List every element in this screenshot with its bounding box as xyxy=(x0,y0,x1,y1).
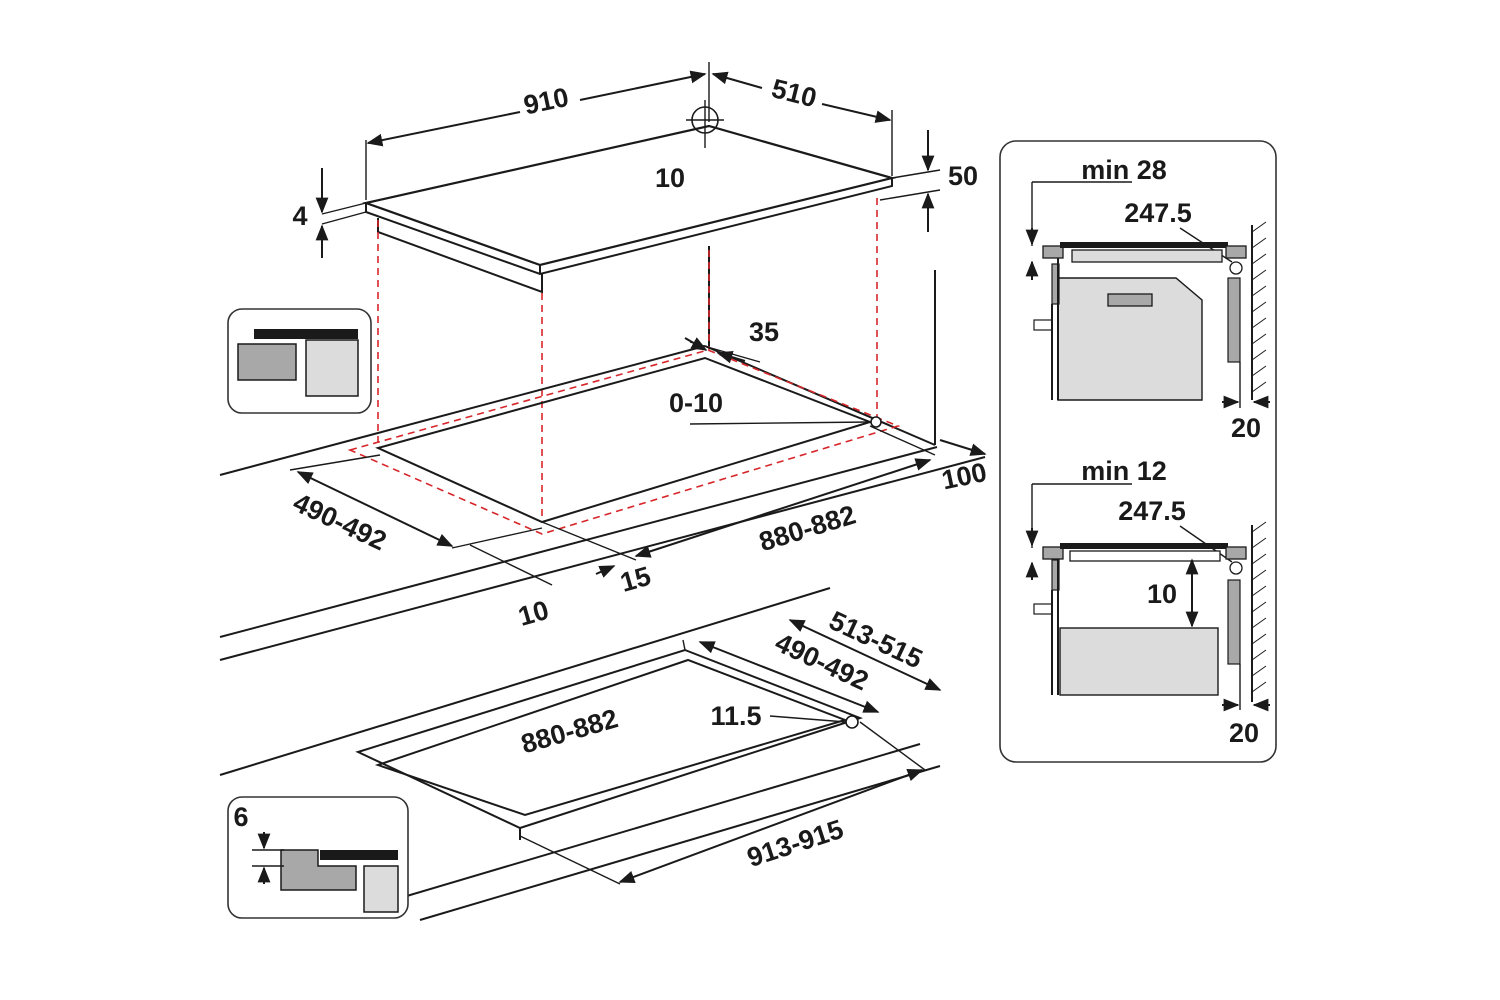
inset-flush-mount: 6 xyxy=(227,796,409,919)
plate-label-10: 10 xyxy=(655,163,685,193)
flush-counter-block xyxy=(363,865,399,913)
recess-depth-dim-6: 6 xyxy=(233,802,248,832)
oven-worktop-left xyxy=(1042,245,1064,259)
drawer-section: min 12 247.5 10 xyxy=(1025,456,1270,748)
drawer-worktop-left xyxy=(1042,546,1064,560)
hob-block xyxy=(237,343,297,381)
drawer-worktop-right xyxy=(1225,546,1247,560)
oven-knob xyxy=(1033,319,1053,331)
drawer-rear-panel xyxy=(1227,579,1241,665)
height-dim-50: 50 xyxy=(948,161,978,191)
counter-block xyxy=(305,339,359,397)
side-panel: min 28 247.5 xyxy=(999,140,1277,763)
drawer-vent-circle-icon xyxy=(1229,561,1243,575)
corner-radius-marker-icon xyxy=(870,416,882,428)
wall-gap-dim-20-bottom: 20 xyxy=(1229,718,1259,748)
oven-vent-circle-icon xyxy=(1229,261,1243,275)
corner-radius-dim-0-10: 0-10 xyxy=(669,388,723,418)
hob-plate xyxy=(362,124,897,267)
drawer-hob-top xyxy=(1060,543,1228,549)
hob-top-view: 910 510 10 4 50 xyxy=(292,62,978,522)
clearance-dim-10: 10 xyxy=(1147,579,1177,609)
oven-rear-panel xyxy=(1227,277,1241,363)
drawer-box xyxy=(1059,627,1219,696)
rear-gap-dim-35: 35 xyxy=(749,317,779,347)
drawer-knob xyxy=(1033,603,1053,615)
oven-display xyxy=(1107,293,1153,307)
radius-dim-11-5: 11.5 xyxy=(710,701,761,731)
drawer-hob-body xyxy=(1069,550,1221,562)
distance-dim-247-5-bottom: 247.5 xyxy=(1118,496,1186,526)
oven-hob-body xyxy=(1071,249,1223,263)
width-dim-910: 910 xyxy=(521,82,571,121)
wall-distance-dim-100: 100 xyxy=(939,457,989,496)
flush-hob-block xyxy=(280,849,357,891)
worktop-bar xyxy=(254,329,358,339)
inset-top-mount xyxy=(227,308,372,414)
min-clearance-label-28: min 28 xyxy=(1081,155,1167,185)
cutout-depth-dim-490-492: 490-492 xyxy=(289,487,391,556)
recess-radius-marker-icon xyxy=(845,715,859,729)
thickness-dim-4: 4 xyxy=(292,201,307,231)
front-offset-dim-15: 15 xyxy=(617,561,654,598)
flush-hob-bar xyxy=(320,850,398,860)
oven-hob-top xyxy=(1060,242,1228,248)
min-clearance-label-12: min 12 xyxy=(1081,456,1167,486)
oven-worktop-right xyxy=(1225,245,1247,259)
wall-gap-dim-20-top: 20 xyxy=(1231,413,1261,443)
outer-width-dim-913-915: 913-915 xyxy=(743,814,847,873)
distance-dim-247-5-top: 247.5 xyxy=(1124,198,1192,228)
cutout-width-dim-880-882: 880-882 xyxy=(756,500,860,558)
oven-section: min 28 247.5 xyxy=(1025,155,1270,443)
side-offset-dim-10: 10 xyxy=(515,595,552,632)
depth-dim-510: 510 xyxy=(769,73,820,113)
